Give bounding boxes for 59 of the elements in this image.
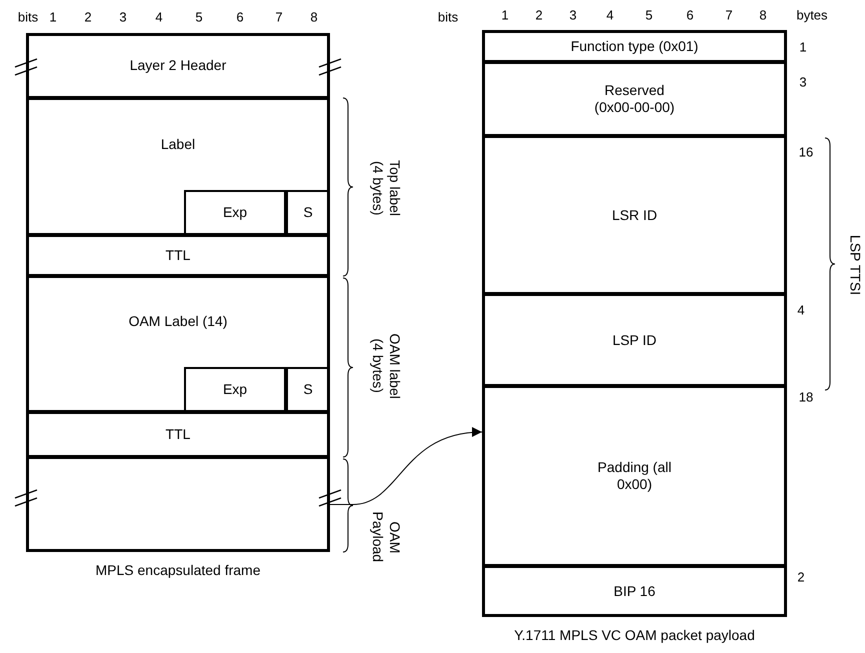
position-number: 3	[569, 8, 577, 22]
position-number: bits	[18, 10, 38, 24]
frame-caption: MPLS encapsulated frame	[96, 562, 260, 578]
arrow	[330, 428, 482, 505]
field-label: Layer 2 Header	[130, 57, 226, 74]
position-number: 1	[49, 10, 57, 24]
position-number: 1	[799, 40, 807, 54]
brace-label: Top label (4 bytes)	[369, 158, 403, 218]
field-box	[184, 367, 286, 412]
field-label: Exp	[222, 381, 248, 398]
brace-label: OAM Payload	[369, 510, 403, 564]
brace-label: OAM label (4 bytes)	[369, 332, 403, 401]
position-number: 2	[535, 8, 543, 22]
position-number: 4	[606, 8, 614, 22]
position-number: 1	[501, 8, 509, 22]
field-label: S	[303, 204, 313, 221]
position-number: 5	[195, 10, 203, 24]
position-number: 8	[310, 10, 318, 24]
field-box	[26, 98, 330, 235]
field-label: Exp	[222, 204, 248, 221]
field-label: TTL	[166, 247, 190, 264]
position-number: 4	[155, 10, 163, 24]
field-box	[482, 62, 787, 136]
field-box	[26, 412, 330, 457]
position-number: 6	[686, 8, 694, 22]
position-number: 3	[799, 74, 807, 90]
position-number: bits	[438, 10, 458, 24]
field-label: Reserved (0x00-00-00)	[593, 82, 676, 116]
brace-label: LSP TTSI	[846, 234, 864, 296]
position-number: 8	[759, 8, 767, 22]
position-number: 2	[797, 570, 805, 584]
frame-caption: Y.1711 MPLS VC OAM packet payload	[514, 627, 755, 643]
position-number: 7	[275, 10, 283, 24]
field-box	[482, 136, 787, 294]
field-label: Padding (all 0x00)	[597, 459, 672, 493]
position-number: 6	[236, 10, 244, 24]
position-number: 2	[84, 10, 92, 24]
field-box	[482, 294, 787, 386]
field-label: Function type (0x01)	[570, 38, 698, 54]
position-number: 7	[725, 8, 733, 22]
position-number: 18	[798, 390, 814, 404]
field-label: Label	[160, 136, 196, 152]
field-label: TTL	[166, 426, 190, 443]
position-number: 4	[797, 302, 805, 318]
field-label: BIP 16	[614, 583, 656, 600]
position-number: bytes	[796, 8, 828, 22]
field-label: LSP ID	[612, 332, 657, 348]
position-number: 5	[645, 8, 653, 22]
field-box	[184, 190, 286, 235]
field-box	[286, 367, 330, 412]
field-box	[482, 386, 787, 566]
field-label: OAM Label (14)	[128, 313, 228, 330]
field-box	[26, 235, 330, 276]
position-number: 3	[119, 10, 127, 24]
field-label: S	[303, 381, 313, 398]
position-number: 16	[798, 144, 814, 160]
field-box	[26, 276, 330, 412]
field-label: LSR ID	[612, 206, 658, 224]
field-box	[286, 190, 330, 235]
